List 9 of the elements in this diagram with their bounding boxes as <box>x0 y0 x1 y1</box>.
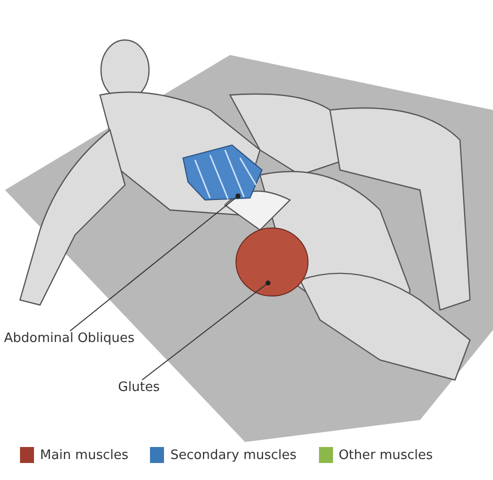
glute-muscles <box>236 228 308 296</box>
leader-line <box>70 194 240 332</box>
oblique-muscles <box>182 144 263 200</box>
part-label: Glutes <box>118 380 160 396</box>
legend-label: Other muscles <box>338 448 433 462</box>
legend-label: Secondary muscles <box>170 448 297 462</box>
part-label: Abdominal Obliques <box>4 331 135 347</box>
leader-line <box>142 280 270 380</box>
legend-label: Main muscles <box>40 448 128 462</box>
